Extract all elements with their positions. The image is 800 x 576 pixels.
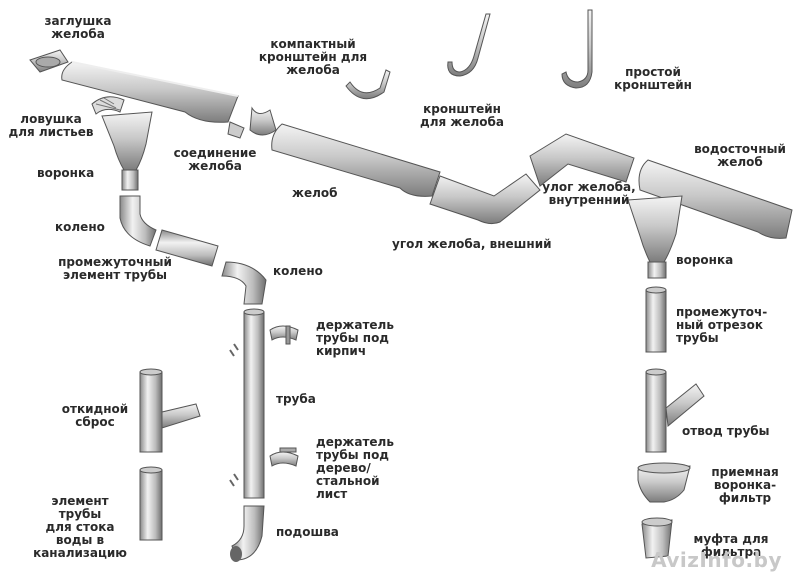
gutter-right-part xyxy=(638,159,793,239)
gutter-center-part xyxy=(271,123,441,197)
compact-bracket-part xyxy=(345,69,391,100)
gutter-joint-part xyxy=(227,106,277,139)
label-holder-brick: держатель трубы под кирпич xyxy=(316,318,394,358)
end-cap-part xyxy=(29,49,69,73)
simple-bracket-part xyxy=(561,9,593,89)
label-pipe-middle-element: промежуточный элемент трубы xyxy=(58,255,172,282)
receiving-funnel-filter-part xyxy=(637,462,691,503)
label-pipe-branch: отвод трубы xyxy=(682,424,770,438)
label-gutter-joint: соединение желоба xyxy=(173,146,257,173)
outer-corner-part xyxy=(429,173,541,225)
label-compact-bracket: компактный кронштейн для желоба xyxy=(258,37,368,77)
elbow-left-part xyxy=(119,195,157,247)
outlet-shoe-part xyxy=(230,505,265,562)
label-receiving-funnel-filter: приемная воронка- фильтр xyxy=(711,465,779,505)
label-outlet-shoe: подошва xyxy=(276,525,339,539)
label-gutter-right: водосточный желоб xyxy=(694,142,786,169)
sewer-pipe-element-part xyxy=(139,466,163,541)
label-leaf-trap: ловушка для листьев xyxy=(8,112,94,139)
pipe-branch-part xyxy=(645,368,705,453)
funnel-right-part xyxy=(627,195,683,279)
label-funnel-right: воронка xyxy=(676,253,734,267)
label-fold-drain: откидной сброс xyxy=(61,402,129,429)
pipe-middle-element-part xyxy=(155,229,219,267)
label-pipe: труба xyxy=(276,392,316,406)
label-sewer-pipe-element: элемент трубы для стока воды в канализац… xyxy=(33,494,127,560)
wood-holder-part xyxy=(269,447,299,467)
brick-holder-part xyxy=(269,325,299,345)
label-filter-coupling: муфта для фильтра xyxy=(693,532,769,559)
label-funnel-left: воронка xyxy=(37,166,95,180)
elbow-center-part xyxy=(221,261,267,305)
label-pipe-middle-segment: промежуточ- ный отрезок трубы xyxy=(676,305,768,345)
inner-corner-part xyxy=(529,133,635,187)
main-pipe-part xyxy=(243,308,265,499)
screws-part xyxy=(229,343,239,487)
label-holder-wood: держатель трубы под дерево/ стальной лис… xyxy=(316,435,394,501)
label-gutter-center: желоб xyxy=(292,186,338,200)
gutter-bracket-part xyxy=(447,13,491,77)
label-simple-bracket: простой кронштейн xyxy=(614,65,692,92)
label-gutter-bracket: кронштейн для желоба xyxy=(420,102,504,129)
leaf-trap-part xyxy=(91,96,125,115)
pipe-middle-segment-part xyxy=(645,286,667,353)
funnel-left-part xyxy=(101,111,153,191)
gutter-left-part xyxy=(61,61,239,123)
label-inner-corner: улог желоба, внутренний xyxy=(542,180,636,207)
label-elbow-left: колено xyxy=(55,220,105,234)
label-end-cap: заглушка желоба xyxy=(44,14,112,41)
label-elbow-center: колено xyxy=(273,264,323,278)
fold-drain-part xyxy=(139,368,201,453)
filter-coupling-part xyxy=(641,517,673,559)
label-outer-corner: угол желоба, внешний xyxy=(392,237,552,251)
watermark: AvizInfo.by xyxy=(651,548,782,572)
